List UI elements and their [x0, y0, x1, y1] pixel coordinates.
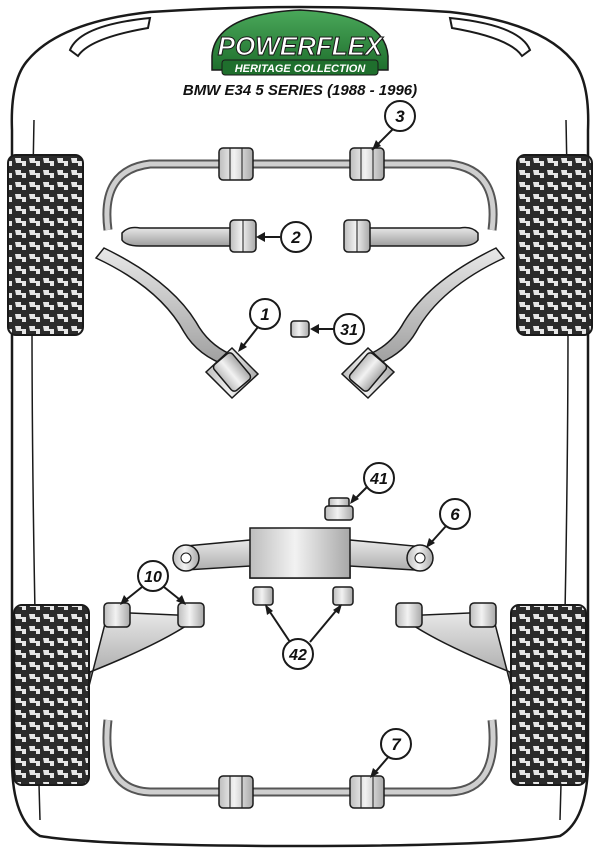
logo-brand-text: POWERFLEX — [218, 31, 384, 61]
callout-42-label: 42 — [288, 647, 307, 664]
callout-3-label: 3 — [395, 107, 405, 126]
callout-1-label: 1 — [260, 305, 269, 324]
callout-10: 10 — [120, 560, 186, 605]
callout-6: 6 — [426, 498, 471, 548]
callout-10-label: 10 — [144, 569, 162, 586]
front-right-thrust-strut — [363, 226, 479, 247]
front-arb-bush-left — [218, 147, 254, 181]
left-headlight — [68, 16, 152, 58]
right-headlight — [448, 16, 532, 58]
callout-31-label: 31 — [340, 322, 358, 339]
page-title: BMW E34 5 SERIES (1988 - 1996) — [183, 82, 417, 99]
front-left-thrust-strut — [121, 226, 237, 247]
rear-arb-bush-left — [218, 775, 254, 809]
callout-2: 2 — [256, 221, 312, 253]
front-left-wishbone — [94, 247, 231, 367]
front-arb-bush-right — [349, 147, 385, 181]
front-anti-roll-bar — [102, 159, 498, 231]
callout-6-label: 6 — [450, 505, 460, 524]
callout-7-label: 7 — [391, 735, 402, 754]
callout-41-label: 41 — [369, 471, 388, 488]
callout-41: 41 — [350, 462, 395, 504]
callout-7: 7 — [370, 728, 412, 778]
callout-2-label: 2 — [290, 228, 301, 247]
rear-diff-carrier — [172, 527, 434, 579]
front-wishbone-bush-left — [204, 346, 260, 400]
diff-bush-42-right — [332, 586, 354, 606]
rear-anti-roll-bar — [102, 719, 498, 797]
powerflex-logo: POWERFLEX HERITAGE COLLECTION — [211, 9, 389, 76]
rear-arb-bush-right — [349, 775, 385, 809]
diff-mount-41 — [324, 497, 354, 521]
front-strut-bush-left — [229, 219, 257, 253]
callout-3: 3 — [371, 100, 416, 151]
callout-42: 42 — [265, 604, 342, 670]
front-strut-bush-right — [343, 219, 371, 253]
rear-right-tyre — [510, 604, 587, 786]
rear-left-tyre — [13, 604, 90, 786]
front-right-tyre — [516, 154, 593, 336]
callout-1: 1 — [238, 298, 281, 352]
front-right-wishbone — [369, 247, 506, 367]
front-left-tyre — [7, 154, 84, 336]
logo-subtitle-text: HERITAGE COLLECTION — [235, 63, 367, 75]
diff-bush-42-left — [252, 586, 274, 606]
callout-31: 31 — [310, 313, 365, 345]
car-body-outline — [10, 5, 590, 848]
rear-arm-bushes-10 — [103, 602, 497, 628]
front-wishbone-bush-right — [340, 346, 396, 400]
bump-stop-bush-31 — [290, 320, 310, 338]
